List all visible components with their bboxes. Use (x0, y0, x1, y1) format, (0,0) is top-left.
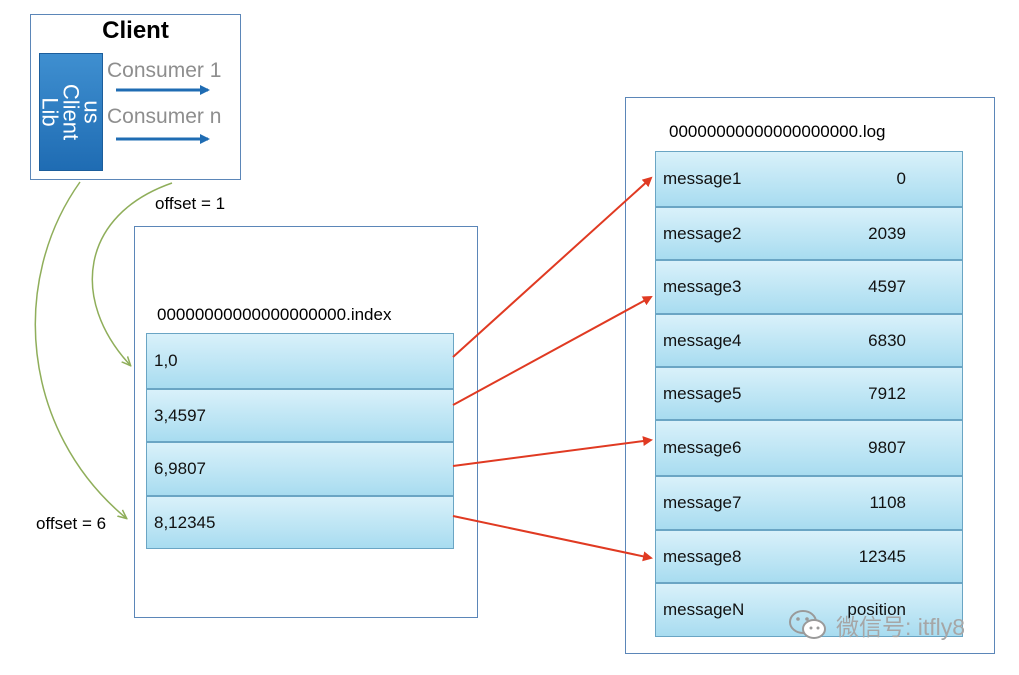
client-box: Client us Client Lib Consumer 1 Consumer… (30, 14, 241, 180)
log-message-position: 0 (896, 169, 906, 188)
index-to-log-arrow (452, 296, 653, 406)
log-message-name: message5 (663, 383, 742, 403)
index-entry-value: 3,4597 (154, 405, 206, 425)
log-message-position: 6830 (868, 330, 906, 350)
index-to-log-arrow (452, 436, 653, 467)
log-message-row: message6 9807 (655, 420, 963, 476)
log-message-name: message7 (663, 493, 742, 512)
log-message-name: message1 (663, 169, 742, 188)
index-entry-value: 1,0 (154, 351, 178, 370)
log-message-row: message8 12345 (655, 530, 963, 583)
log-message-name: messageN (663, 600, 745, 619)
consumer-n-label: Consumer n (107, 105, 222, 128)
log-filename: 00000000000000000000.log (669, 122, 886, 141)
log-message-row: message7 1108 (655, 476, 963, 530)
log-message-row: message2 2039 (655, 207, 963, 260)
log-message-position: 9807 (868, 438, 906, 457)
index-entry: 1,0 (146, 333, 454, 389)
log-message-position: 1108 (869, 493, 906, 512)
log-message-row: message3 4597 (655, 260, 963, 314)
index-filename: 00000000000000000000.index (157, 305, 392, 324)
log-message-position: 7912 (868, 383, 906, 403)
log-message-row: message1 0 (655, 151, 963, 207)
offset-1-curve (91, 182, 173, 365)
index-to-log-arrow (452, 176, 653, 358)
index-entry: 8,12345 (146, 496, 454, 549)
index-entry-value: 8,12345 (154, 512, 216, 532)
log-message-row: message4 6830 (655, 314, 963, 367)
client-title: Client (102, 17, 169, 44)
index-entry: 3,4597 (146, 389, 454, 442)
offset-6-curve (34, 181, 126, 518)
log-message-position: position (847, 600, 906, 619)
log-message-position: 12345 (858, 546, 906, 566)
log-message-name: message3 (663, 277, 742, 296)
offset-label-top: offset = 1 (155, 194, 226, 213)
log-message-name: message4 (663, 330, 742, 350)
index-to-log-arrow (452, 515, 653, 562)
index-entry-value: 6,9807 (154, 459, 206, 478)
offset-label-bottom: offset = 6 (36, 514, 107, 533)
watermark: 微信号: itfly8 (788, 608, 965, 642)
log-message-position: 2039 (868, 223, 906, 243)
log-message-name: message6 (663, 438, 742, 457)
watermark-text: 微信号: itfly8 (836, 614, 966, 640)
log-message-name: message2 (663, 223, 742, 243)
log-message-position: 4597 (868, 277, 906, 296)
client-lib-block: us Client Lib (38, 53, 105, 171)
consumer-1-label: Consumer 1 (107, 59, 222, 82)
index-entry: 6,9807 (146, 442, 454, 496)
log-message-row: message5 7912 (655, 367, 963, 420)
log-message-name: message8 (663, 546, 742, 566)
wechat-icon (789, 610, 826, 639)
